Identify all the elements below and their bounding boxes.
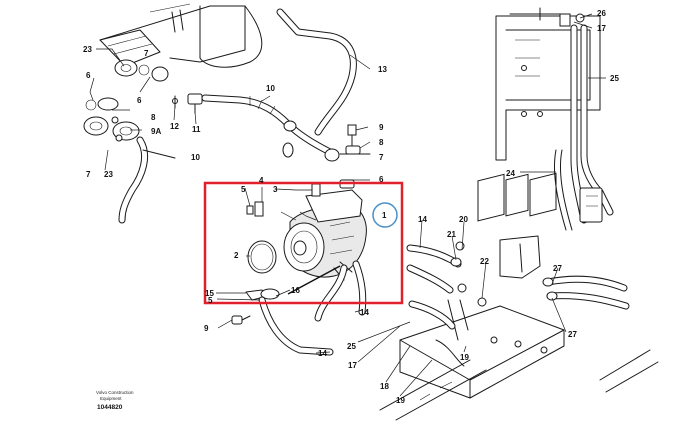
callout-6-mid: 6 <box>137 96 142 105</box>
callout-21: 21 <box>447 230 456 239</box>
callout-27-top: 27 <box>553 264 562 273</box>
callout-25-top: 25 <box>610 74 619 83</box>
footer-drawing-id: 1044820 <box>97 404 123 411</box>
hose-24-25 <box>554 24 614 231</box>
pump-hoses <box>231 260 367 356</box>
callout-12: 12 <box>170 122 179 131</box>
callout-19-bottom: 19 <box>396 396 405 405</box>
upper-left-fittings <box>83 59 203 142</box>
hose-10-lower <box>118 136 176 224</box>
pump-assembly <box>245 179 367 301</box>
hose-13 <box>276 8 357 136</box>
callout-9-right: 9 <box>379 123 384 132</box>
callout-23-bottom: 23 <box>104 170 113 179</box>
callout-11: 11 <box>192 125 201 134</box>
floor-frame <box>379 349 659 421</box>
callout-8-left: 8 <box>151 113 156 122</box>
callout-7-right: 7 <box>379 153 384 162</box>
callout-18: 18 <box>380 382 389 391</box>
callout-14-bottom: 14 <box>318 349 327 358</box>
valve-block <box>399 172 565 399</box>
callout-14-mid: 14 <box>360 308 369 317</box>
callout-26: 26 <box>597 9 606 18</box>
hoses-right <box>406 241 630 367</box>
callout-6-right: 6 <box>379 175 384 184</box>
callout-14-right: 14 <box>418 215 427 224</box>
callout-17-bottom: 17 <box>348 361 357 370</box>
callout-17-top: 17 <box>597 24 606 33</box>
callout-5-top: 5 <box>241 185 246 194</box>
callout-23-top: 23 <box>83 45 92 54</box>
callout-5-bottom: 5 <box>208 296 213 305</box>
callout-24: 24 <box>506 169 515 178</box>
callout-9-bottom: 9 <box>204 324 209 333</box>
callout-8-right: 8 <box>379 138 384 147</box>
upper-housing <box>99 3 263 68</box>
callout-7-top: 7 <box>144 49 149 58</box>
callout-6-left: 6 <box>86 71 91 80</box>
focus-ring <box>372 202 398 228</box>
callout-7-left: 7 <box>86 170 91 179</box>
callout-27-bottom: 27 <box>568 330 577 339</box>
callout-labels: 23 7 6 6 8 9A 7 23 12 11 10 10 13 9 8 6 … <box>83 9 619 405</box>
highlight-box <box>203 181 404 305</box>
bracket-assembly <box>495 7 601 161</box>
callout-2: 2 <box>234 251 239 260</box>
footer-brand-line1: Volvo Construction <box>96 390 134 395</box>
callout-1: 1 <box>382 211 387 220</box>
callout-9a: 9A <box>151 127 161 136</box>
callout-19-mid: 19 <box>460 353 469 362</box>
drawing-footer: Volvo Construction Equipment 1044820 <box>96 390 134 411</box>
callout-13: 13 <box>378 65 387 74</box>
callout-22: 22 <box>480 257 489 266</box>
leader-lines <box>89 13 606 397</box>
fittings-9-8 <box>339 124 371 155</box>
callout-25-bottom: 25 <box>347 342 356 351</box>
hose-10-upper <box>201 94 340 162</box>
callout-4: 4 <box>259 176 264 185</box>
callout-15: 15 <box>205 289 214 298</box>
callout-16: 16 <box>291 286 300 295</box>
highlight-pointer <box>287 265 341 295</box>
callout-10-top: 10 <box>266 84 275 93</box>
footer-brand-line2: Equipment <box>100 396 122 401</box>
callout-3: 3 <box>273 185 278 194</box>
callout-20: 20 <box>459 215 468 224</box>
callout-10-bottom: 10 <box>191 153 200 162</box>
